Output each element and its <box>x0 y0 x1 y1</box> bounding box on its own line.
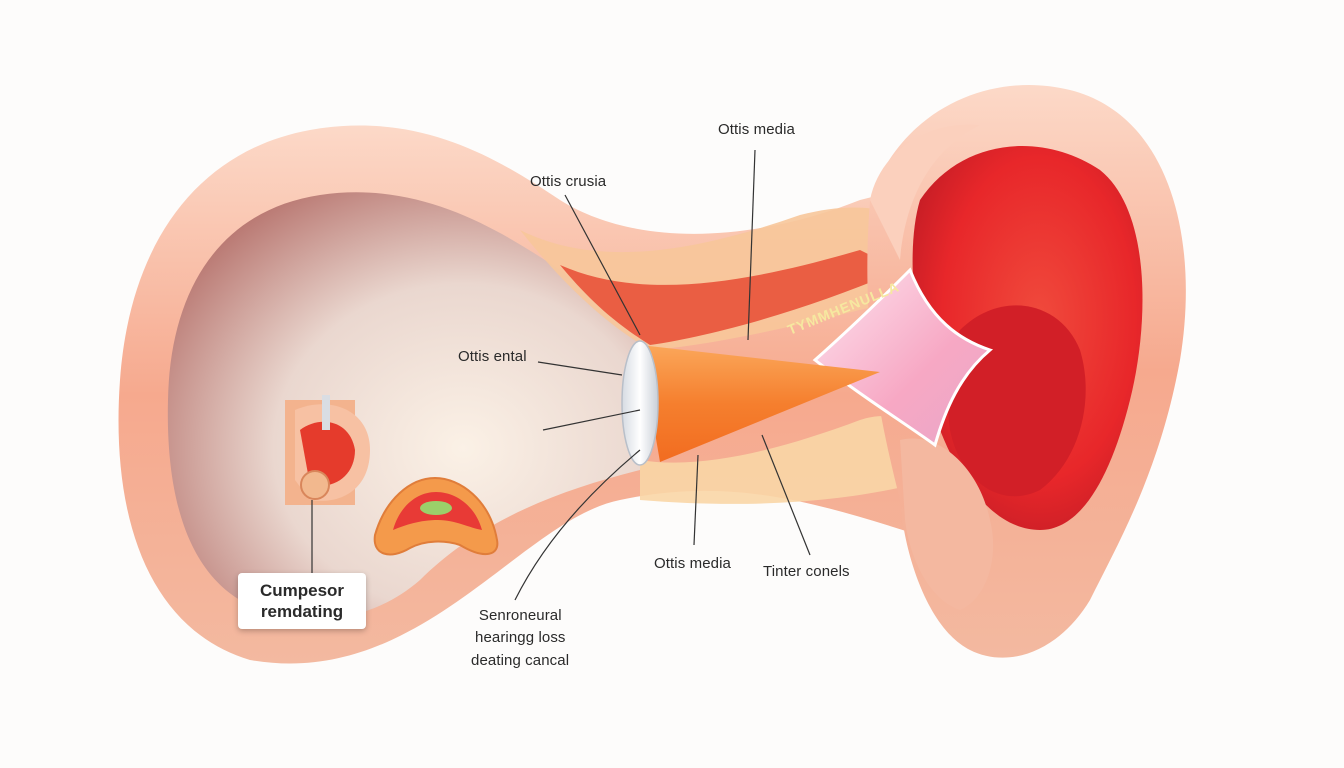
inner-cavity <box>167 192 660 619</box>
speculum-cone <box>640 345 880 462</box>
inset-caption-box: Cumpesor remdating <box>238 573 366 629</box>
leader-otitis-crusia <box>564 194 641 336</box>
inset-caption-line1: Cumpesor <box>259 581 345 600</box>
eardrum <box>812 267 994 448</box>
label-otitis-crusia: Ottis crusia <box>530 173 607 190</box>
tragus <box>900 438 994 610</box>
label-otitis-ental: Ottis ental <box>458 348 527 365</box>
helix-rim <box>870 124 980 261</box>
label-otitis-media-bottom: Ottis media <box>654 555 731 572</box>
label-otitis-media-top: Ottis media <box>718 121 795 138</box>
label-deating-cancal: deating cancal <box>471 652 570 669</box>
leader-otitis-ental <box>537 361 623 376</box>
leader-tinter-conels <box>761 434 811 556</box>
inset-tissue-piece <box>373 476 499 556</box>
leader-sensorineural <box>514 449 641 601</box>
leader-pointer <box>542 409 641 431</box>
label-tinter-conels: Tinter conels <box>763 563 850 580</box>
leader-otitis-media-top <box>747 149 756 341</box>
inset-ear-section <box>285 395 370 505</box>
label-sensorineural: Senroneural hearingg loss <box>475 607 566 646</box>
canal-red-band <box>560 250 900 345</box>
canal-lower-tissue <box>640 416 930 504</box>
inset-caption-line2: remdating <box>260 602 344 621</box>
speculum-ring <box>621 340 659 466</box>
leader-otitis-media-bottom <box>693 454 699 546</box>
leader-lines <box>311 149 811 601</box>
